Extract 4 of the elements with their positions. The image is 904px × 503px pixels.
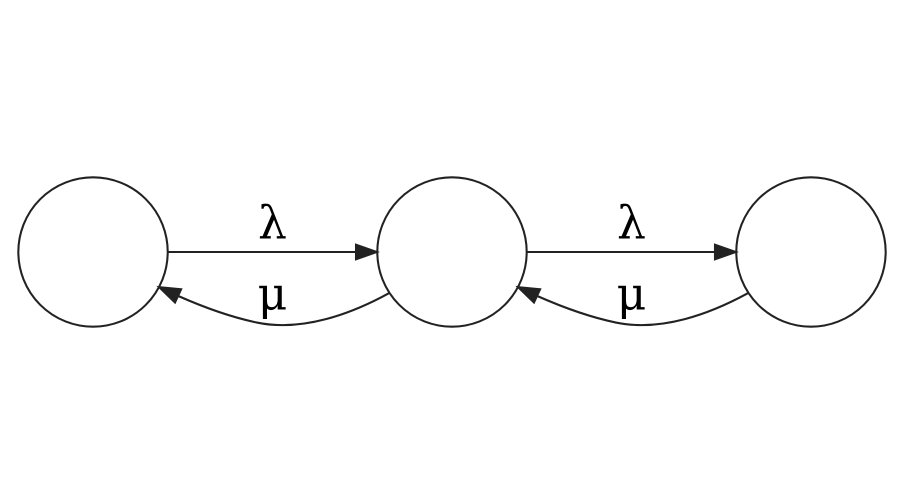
edge-label: λ [258,196,287,250]
edge-label: μ [616,266,646,320]
edge-label: λ [617,196,646,250]
edge-label: μ [258,266,288,320]
